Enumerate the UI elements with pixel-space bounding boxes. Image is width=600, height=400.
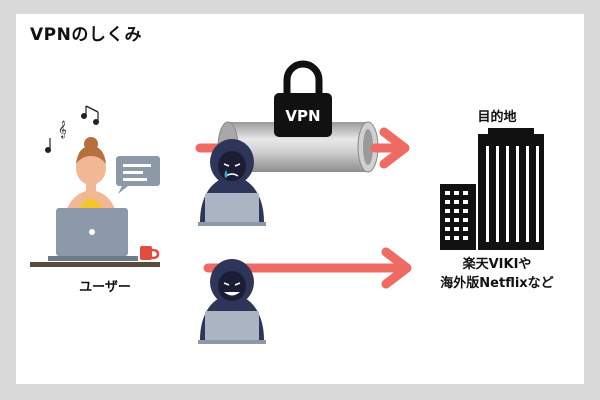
music-notes-icon: 𝄞 [45,105,99,153]
building-icon [440,128,544,250]
user-label: ユーザー [79,280,131,295]
destination-desc-line-1: 楽天VIKIや [462,257,532,272]
lock-icon: VPN [274,60,332,137]
svg-text:𝄞: 𝄞 [58,120,67,138]
diagram-title: VPNのしくみ [30,25,143,45]
destination-description: 楽天VIKIや 海外版Netflixなど [432,255,562,293]
destination-label: 目的地 [477,110,517,125]
user-illustration: 𝄞 [30,105,160,267]
hacker-icon-intercepting [198,259,266,344]
hacker-icon-blocked [198,139,266,226]
lock-label: VPN [285,107,320,125]
destination-desc-line-2: 海外版Netflixなど [440,276,554,291]
chat-bubble-icon [116,156,160,194]
